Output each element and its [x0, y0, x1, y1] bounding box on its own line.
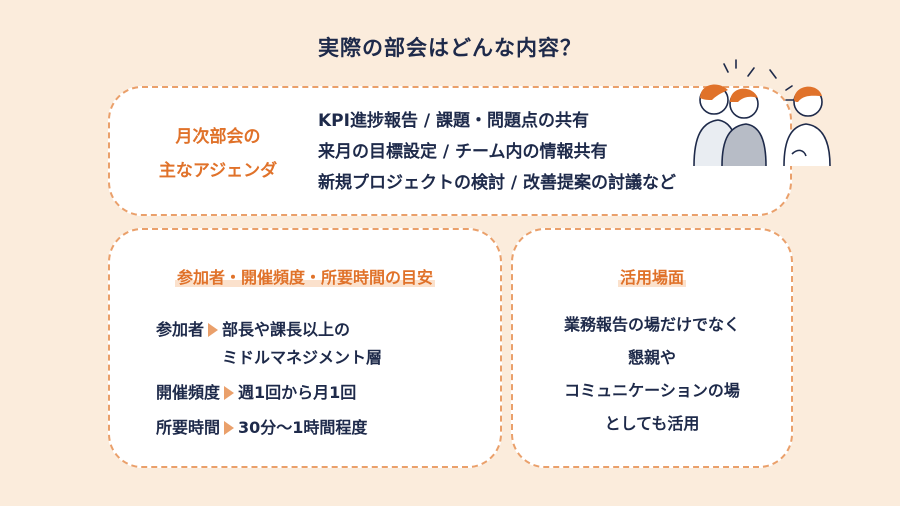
agenda-label: 月次部会の 主なアジェンダ: [138, 120, 298, 188]
agenda-label-line1: 月次部会の: [175, 127, 261, 147]
info-key: 開催頻度: [156, 383, 221, 402]
agenda-item: KPI進捗報告 / 課題・問題点の共有: [318, 111, 590, 131]
info-key: 参加者: [156, 320, 205, 339]
info-row-participants: 参加者 部長や課長以上の ミドルマネジメント層: [156, 316, 382, 372]
participants-card: 参加者・開催頻度・所要時間の目安 参加者 部長や課長以上の ミドルマネジメント層…: [108, 228, 502, 468]
usage-text: 業務報告の場だけでなく 懇親や コミュニケーションの場 としても活用: [513, 308, 791, 440]
people-illustration-icon: [693, 59, 831, 167]
triangle-arrow-icon: [224, 421, 235, 435]
page-title: 実際の部会はどんな内容？: [318, 36, 582, 60]
usage-line: コミュニケーションの場: [564, 381, 740, 400]
info-value: 30分〜1時間程度: [238, 418, 368, 437]
participants-info: 参加者 部長や課長以上の ミドルマネジメント層 開催頻度 週1回から月1回 所要…: [156, 316, 382, 449]
info-key: 所要時間: [156, 418, 221, 437]
agenda-item: 新規プロジェクトの検討 / 改善提案の討議など: [318, 173, 677, 193]
triangle-arrow-icon: [208, 323, 219, 337]
participants-heading: 参加者・開催頻度・所要時間の目安: [174, 268, 435, 287]
info-value: 部長や課長以上の ミドルマネジメント層: [222, 320, 383, 367]
usage-line: 業務報告の場だけでなく: [563, 315, 740, 334]
info-value: 週1回から月1回: [238, 383, 357, 402]
usage-card: 活用場面 業務報告の場だけでなく 懇親や コミュニケーションの場 としても活用: [511, 228, 793, 468]
usage-line: としても活用: [604, 414, 700, 433]
agenda-list: KPI進捗報告 / 課題・問題点の共有 来月の目標設定 / チーム内の情報共有 …: [318, 106, 676, 199]
agenda-item: 来月の目標設定 / チーム内の情報共有: [318, 142, 608, 162]
info-row-frequency: 開催頻度 週1回から月1回: [156, 379, 382, 407]
info-row-duration: 所要時間 30分〜1時間程度: [156, 414, 382, 442]
usage-line: 懇親や: [627, 348, 676, 367]
agenda-label-line2: 主なアジェンダ: [158, 161, 278, 181]
triangle-arrow-icon: [224, 386, 235, 400]
agenda-card: 月次部会の 主なアジェンダ KPI進捗報告 / 課題・問題点の共有 来月の目標設…: [108, 86, 792, 216]
usage-heading: 活用場面: [617, 268, 686, 287]
